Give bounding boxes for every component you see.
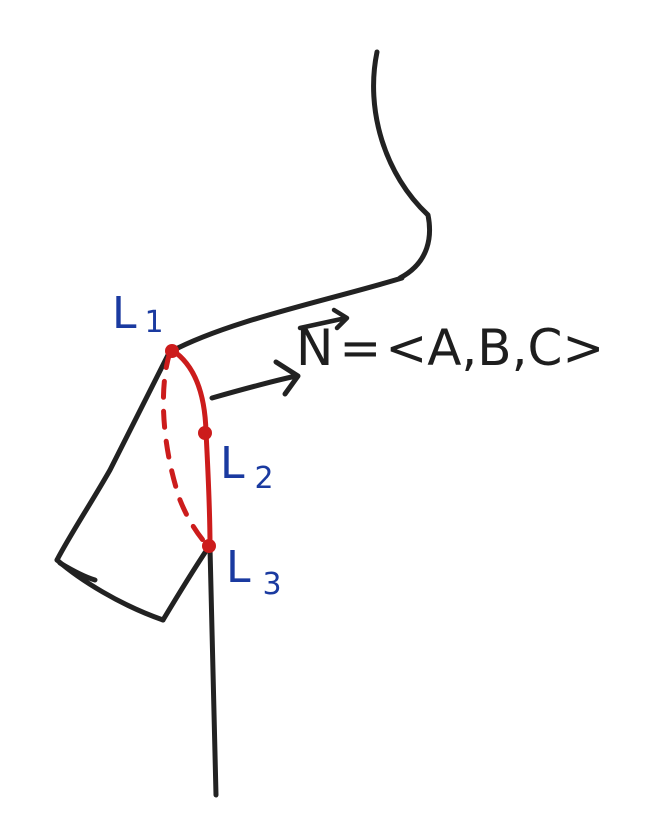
normal-equals: = — [339, 319, 381, 377]
outline-top-right-edge — [371, 49, 433, 281]
point-l2 — [198, 426, 212, 440]
vector-symbol-arrow — [297, 307, 350, 331]
outline-vertical-line — [207, 545, 219, 798]
outline-flap-hook — [57, 560, 98, 583]
normal-arrow-shaft — [209, 373, 299, 401]
vector-arrow-shaft — [297, 315, 349, 331]
red-points — [165, 344, 216, 553]
surface-outline — [54, 49, 433, 798]
outline-left-flap — [54, 352, 171, 563]
vector-arrow-head — [331, 307, 350, 331]
red-dashed-curve — [160, 349, 211, 549]
point-l3 — [202, 539, 216, 553]
normal-arrow-head — [273, 359, 301, 397]
outline-flap-return — [160, 545, 211, 623]
normal-vector-label: N=<A,B,C> — [296, 319, 604, 377]
outline-top-edge — [167, 275, 405, 355]
normal-symbol: N — [296, 319, 333, 377]
red-curve-group — [160, 347, 213, 549]
normal-arrow — [209, 359, 301, 401]
point-l1 — [165, 344, 179, 358]
red-solid-curve — [169, 347, 213, 549]
normal-expression: <A,B,C> — [385, 319, 604, 377]
